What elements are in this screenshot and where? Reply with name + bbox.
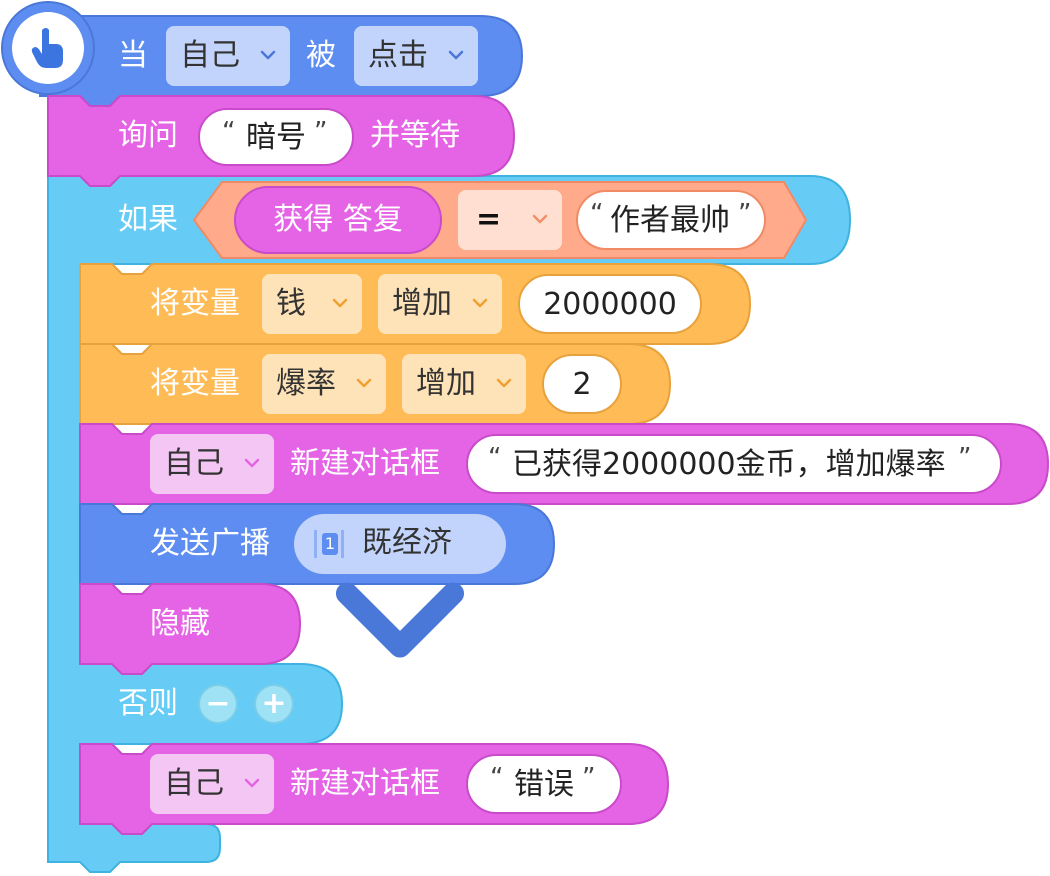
var1-action-value: 增加	[392, 286, 452, 321]
chevron-down-icon	[244, 778, 260, 788]
else-label: 否则	[118, 686, 178, 721]
operator-value: =	[476, 202, 502, 237]
compare-value-text: 作者最帅	[610, 203, 730, 238]
var2-value-text: 2	[572, 367, 592, 402]
add-branch-button[interactable]: +	[254, 684, 294, 724]
dialog1-target-value: 自己	[164, 446, 224, 481]
var2-action-value: 增加	[416, 366, 476, 401]
ask-question-input[interactable]: “ 暗号 ”	[198, 108, 354, 166]
chevron-down-icon	[332, 298, 348, 308]
hat-event-dropdown[interactable]: 点击	[354, 26, 478, 86]
broadcast-message-dropdown[interactable]: 1 既经济	[294, 514, 506, 658]
chevron-down-icon	[356, 378, 372, 388]
broadcast-label: 发送广播	[150, 526, 270, 561]
compare-value-input[interactable]: “ 作者最帅 ”	[576, 190, 766, 250]
ask-label: 询问	[118, 118, 178, 153]
var1-label: 将变量	[150, 286, 240, 321]
hat-target-dropdown[interactable]: 自己	[166, 26, 290, 86]
dialog1-text-input[interactable]: “ 已获得2000000金币，增加爆率 ”	[466, 434, 1002, 494]
var1-value-input[interactable]: 2000000	[518, 274, 702, 334]
get-answer-reporter[interactable]: 获得 答复	[234, 186, 442, 254]
remove-branch-button[interactable]: −	[198, 684, 238, 724]
chevron-down-icon	[448, 50, 464, 60]
hat-prefix-label: 当	[118, 38, 148, 73]
get-answer-label: 获得 答复	[273, 202, 403, 237]
if-label: 如果	[118, 202, 178, 237]
var2-variable-value: 爆率	[276, 366, 336, 401]
broadcast-message-value: 既经济	[362, 525, 452, 560]
chevron-down-icon	[532, 214, 548, 224]
chevron-down-icon	[496, 378, 512, 388]
dialog1-target-dropdown[interactable]: 自己	[150, 434, 274, 494]
chevron-down-icon	[335, 582, 465, 658]
hat-event-value: 点击	[368, 38, 428, 73]
hat-target-value: 自己	[180, 38, 240, 73]
var2-action-dropdown[interactable]: 增加	[402, 354, 526, 414]
message-badge-number: 1	[322, 533, 338, 555]
pointing-hand-icon	[22, 22, 74, 74]
operator-dropdown[interactable]: =	[458, 190, 562, 250]
ask-suffix-label: 并等待	[370, 118, 460, 153]
hide-block-shape[interactable]	[0, 0, 1050, 700]
dialog2-text-value: 错误	[514, 767, 574, 802]
var1-variable-dropdown[interactable]: 钱	[262, 274, 362, 334]
message-badge-icon: 1	[314, 530, 344, 558]
dialog2-label: 新建对话框	[290, 766, 440, 801]
dialog2-target-value: 自己	[164, 766, 224, 801]
var2-label: 将变量	[150, 366, 240, 401]
dialog1-text-value: 已获得2000000金币，增加爆率	[512, 447, 946, 482]
var2-value-input[interactable]: 2	[542, 354, 622, 414]
dialog2-text-input[interactable]: “ 错误 ”	[466, 754, 622, 814]
hat-middle-label: 被	[306, 38, 336, 73]
chevron-down-icon	[472, 298, 488, 308]
chevron-down-icon	[244, 458, 260, 468]
chevron-down-icon	[260, 50, 276, 60]
var1-variable-value: 钱	[276, 286, 306, 321]
ask-question-text: 暗号	[246, 120, 306, 155]
var1-action-dropdown[interactable]: 增加	[378, 274, 502, 334]
dialog2-target-dropdown[interactable]: 自己	[150, 754, 274, 814]
var1-value-text: 2000000	[543, 287, 677, 322]
dialog1-label: 新建对话框	[290, 446, 440, 481]
hide-label: 隐藏	[150, 606, 210, 641]
var2-variable-dropdown[interactable]: 爆率	[262, 354, 386, 414]
